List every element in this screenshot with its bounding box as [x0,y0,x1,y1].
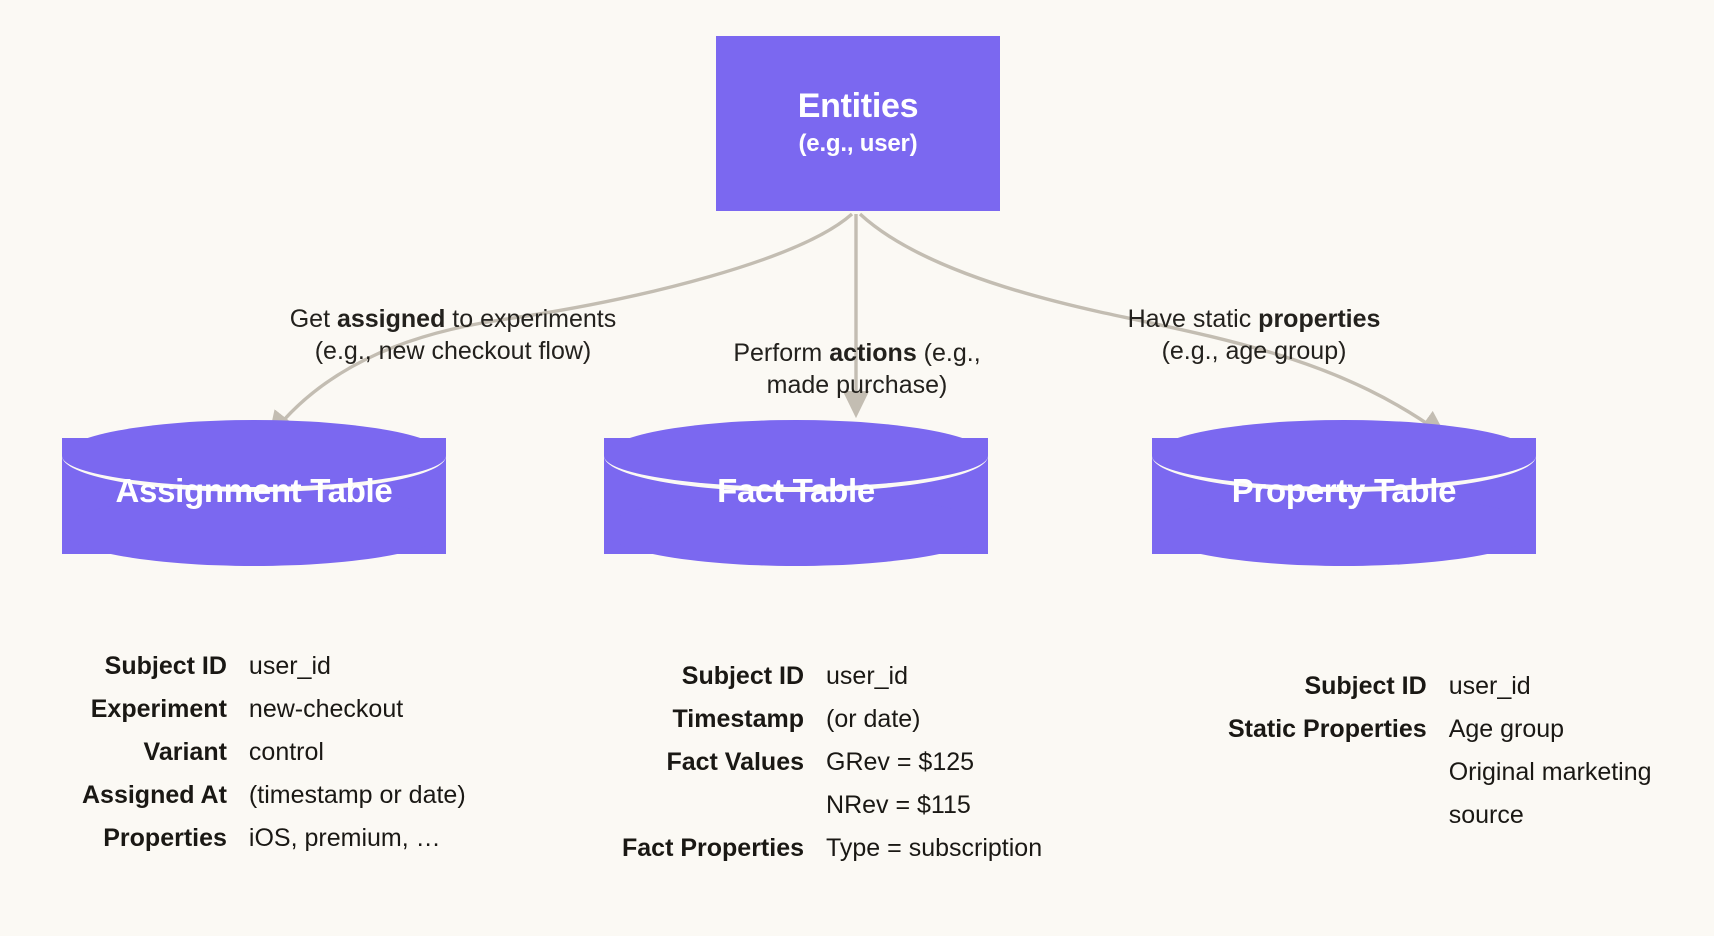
edge-label-fact-line1: Perform actions (e.g., [733,339,981,367]
cylinder-top-ellipse [62,420,446,492]
field-value: user_id [248,652,331,680]
entities-node: Entities (e.g., user) [716,36,1000,211]
edge-label-fact: Perform actions (e.g., made purchase) [712,337,1002,401]
field-key: Subject ID [681,662,805,690]
edge-label-property: Have static properties (e.g., age group) [1104,303,1404,367]
field-key: Properties [103,824,227,852]
field-value: (or date) [826,705,921,733]
field-key: Assigned At [82,781,227,809]
field-value: iOS, premium, … [248,824,441,852]
field-key [1228,751,1427,837]
entities-subtitle: (e.g., user) [798,130,918,158]
edge-label-assignment-line2: (e.g., new checkout flow) [314,337,592,365]
field-value: user_id [1448,672,1531,700]
field-value: Age group [1448,715,1565,743]
field-value: Original marketing source [1448,758,1652,829]
field-key: Experiment [90,695,227,723]
edge-label-property-line1: Have static properties [1127,305,1381,333]
field-value: Type = subscription [826,834,1043,862]
cylinder-bottom-ellipse [604,494,988,566]
field-key: Fact Properties [622,834,805,862]
field-key: Static Properties [1228,715,1427,743]
cylinder-bottom-ellipse [1152,494,1536,566]
field-key: Variant [143,738,227,766]
field-value: (timestamp or date) [248,781,466,809]
property-table-title: Property Table [1231,472,1457,509]
edge-label-fact-line2: made purchase) [766,371,948,399]
field-value: control [248,738,324,766]
assignment-table-title: Assignment Table [115,472,393,509]
field-key: Fact Values [666,748,805,776]
field-key: Subject ID [104,652,227,680]
edge-label-assignment-line1: Get assigned to experiments [289,305,617,333]
cylinder-top-ellipse [1152,420,1536,492]
entities-title: Entities [797,87,919,126]
field-key: Subject ID [1304,672,1427,700]
edge-label-assignment: Get assigned to experiments (e.g., new c… [268,303,638,367]
cylinder-top-ellipse [604,420,988,492]
assignment-table-cylinder: Assignment Table [62,420,446,572]
cylinder-bottom-ellipse [62,494,446,566]
field-value: GRev = $125 NRev = $115 [826,748,975,819]
field-value: new-checkout [248,695,404,723]
fact-table-cylinder: Fact Table [604,420,988,572]
property-table-cylinder: Property Table [1152,420,1536,572]
field-value: user_id [826,662,909,690]
edge-label-property-line2: (e.g., age group) [1161,337,1347,365]
fact-table-title: Fact Table [717,472,875,509]
field-key: Timestamp [672,705,805,733]
